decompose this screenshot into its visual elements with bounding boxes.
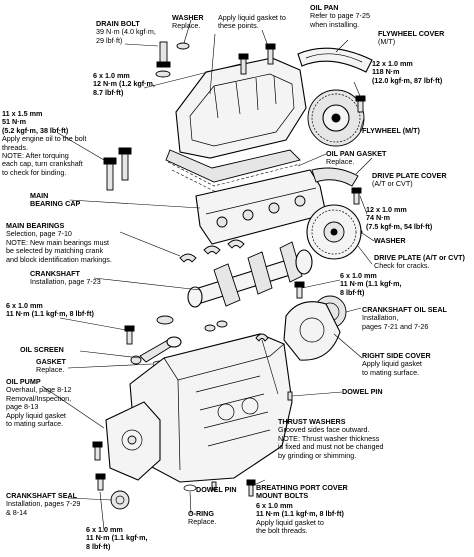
breathing-port-label: BREATHING PORT COVER MOUNT BOLTS [256,483,348,501]
crankshaft [187,241,313,308]
o-ring [183,484,197,492]
right-side-cover-label: RIGHT SIDE COVER Apply liquid gasket to … [362,351,431,377]
main-cap-bolt-label: 11 x 1.5 mm 51 N·m (5.2 kgf·m, 38 lbf·ft… [2,109,87,177]
drive-plate-bolt-label: 12 x 1.0 mm 74 N·m (7.5 kgf·m, 54 lbf·ft… [366,205,433,231]
flywheel-label: FLYWHEEL (M/T) [362,126,420,135]
main-bearings-label: MAIN BEARINGS Selection, page 7-10 NOTE:… [6,221,112,264]
gasket-note-label: Apply liquid gasket to these points. [218,13,286,31]
right-side-cover [283,301,341,361]
washer-top-label: WASHER Replace. [172,13,204,31]
dowel-pin-right-label: DOWEL PIN [342,387,383,396]
crankshaft-seal-label: CRANKSHAFT SEAL Installation, pages 7-29… [6,491,81,517]
main-bearings [179,239,245,263]
oil-screen-label: OIL SCREEN [20,345,64,354]
seal-bolt [294,281,305,299]
leader-lines [41,19,375,531]
drain-bolt [155,41,171,78]
drive-plate-label: DRIVE PLATE (A/T or CVT) Check for crack… [374,253,465,271]
thrust-washers-label: THRUST WASHERS Grooved sides face outwar… [278,417,384,460]
engine-block [129,333,293,483]
crankshaft-seal [110,490,130,510]
flywheel-cover [297,47,373,73]
flywheel-bolt-label: 12 x 1.0 mm 118 N·m (12.0 kgf·m, 87 lbf·… [372,59,443,85]
drain-bolt-label: DRAIN BOLT 39 N·m (4.0 kgf·m, 29 lbf·ft) [96,19,156,45]
washer-top [176,42,190,50]
drive-plate-cover-label: DRIVE PLATE COVER (A/T or CVT) [372,171,447,189]
oil-screen [130,336,182,365]
washer-mid-label: WASHER [374,236,406,245]
pump-bolt [92,441,106,491]
crankshaft-oil-seal-label: CRANKSHAFT OIL SEAL Installation, pages … [362,305,447,331]
oil-pan-label: OIL PAN Refer to page 7-25 when installi… [310,3,370,29]
oil-pan-gasket [167,161,303,193]
dowel-pin-bottom-label: DOWEL PIN [196,485,237,494]
oil-filler [156,315,228,332]
drive-plate-cover [311,167,359,187]
main-bearing-cap-label: MAIN BEARING CAP [30,191,81,209]
crankshaft-label: CRANKSHAFT Installation, page 7-23 [30,269,101,287]
oil-pan [165,57,307,183]
main-cap-bolt-left [103,157,117,191]
breathing-bolt-label: 6 x 1.0 mm 11 N·m (1.1 kgf·m, 8 lbf·ft) … [256,501,344,536]
main-cap-bolt-right [118,147,132,181]
breathing-port-cover-bolts [246,479,256,497]
oil-pump [105,401,161,481]
flywheel-bolt [355,95,366,113]
drive-plate-bolt [351,187,362,205]
flywheel-cover-label: FLYWHEEL COVER (M/T) [378,29,445,47]
oil-pan-gasket-label: OIL PAN GASKET Replace. [326,149,387,167]
thrust-washers [255,333,269,342]
oil-pump-label: OIL PUMP Overhaul, page 8-12 Removal/Ins… [6,377,72,429]
seal-bolt-label: 6 x 1.0 mm 11 N·m (1.1 kgf·m, 8 lbf·ft) [340,271,402,297]
left-bolt [124,325,135,345]
flywheel [307,89,365,147]
gasket-label: GASKET Replace. [36,357,66,375]
oil-pan-bolts [238,43,276,75]
pump-bolt-label: 6 x 1.0 mm 11 N·m (1.1 kgf·m, 8 lbf·ft) [86,525,148,551]
oil-pan-bolt-label: 6 x 1.0 mm 12 N·m (1.2 kgf·m, 8.7 lbf·ft… [93,71,155,97]
o-ring-label: O-RING Replace. [188,509,217,527]
left-bolt-label: 6 x 1.0 mm 11 N·m (1.1 kgf·m, 8 lbf·ft) [6,301,94,319]
drive-plate [306,204,362,260]
